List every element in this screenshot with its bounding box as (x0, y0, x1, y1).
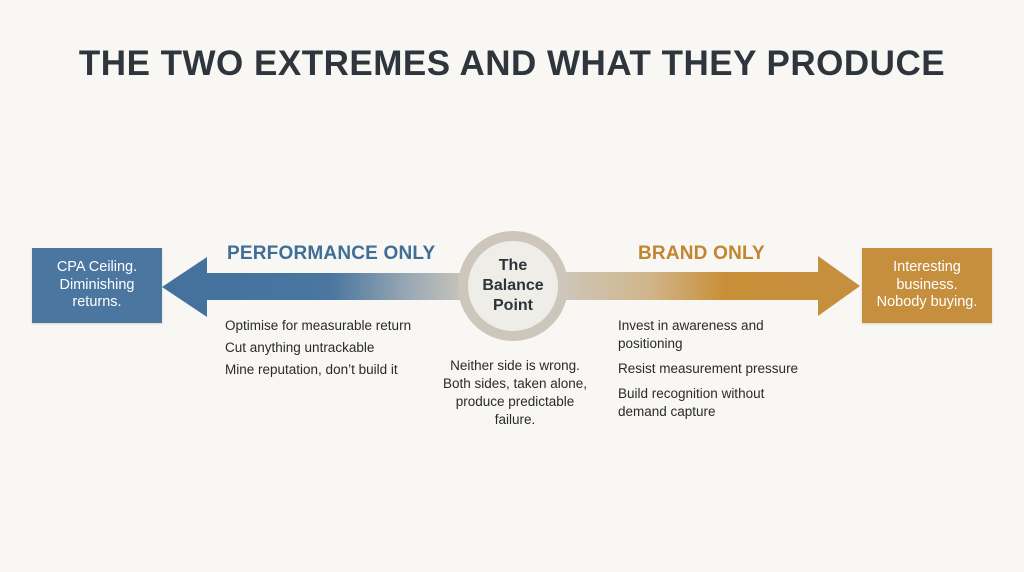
balance-point-circle: The Balance Point (468, 241, 558, 331)
outcome-box-brand: Interesting business. Nobody buying. (862, 248, 992, 323)
list-item: Invest in awareness and positioning (618, 318, 764, 351)
list-item: Resist measurement pressure (618, 361, 799, 376)
outcome-box-performance: CPA Ceiling. Diminishing returns. (32, 248, 162, 323)
arrow-right-brand (556, 256, 860, 316)
label-brand-only: BRAND ONLY (638, 243, 765, 264)
list-item: Optimise for measurable return (225, 318, 412, 333)
brand-list: Invest in awareness and positioning Resi… (618, 317, 808, 428)
list-item: Cut anything untrackable (225, 340, 375, 355)
arrow-left-performance (162, 257, 470, 317)
list-item: Build recognition without demand capture (618, 386, 765, 419)
balance-point-label: The Balance Point (482, 257, 544, 314)
list-item: Mine reputation, don’t build it (225, 362, 398, 377)
performance-list: Optimise for measurable return Cut anyth… (225, 317, 411, 383)
outcome-text-performance: CPA Ceiling. Diminishing returns. (56, 259, 138, 311)
label-performance-only: PERFORMANCE ONLY (227, 243, 436, 264)
page-title: THE TWO EXTREMES AND WHAT THEY PRODUCE (78, 44, 946, 83)
outcome-text-brand: Interesting business. Nobody buying. (876, 259, 978, 311)
balance-note: Neither side is wrong. Both sides, taken… (442, 358, 588, 427)
